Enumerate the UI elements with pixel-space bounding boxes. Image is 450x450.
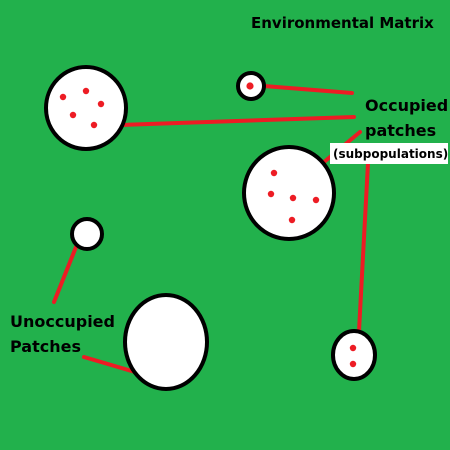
individual-dot <box>59 93 67 101</box>
occupied-patch <box>242 145 336 241</box>
patch-small-bottom-right <box>331 329 377 381</box>
individual-dot <box>289 194 297 202</box>
individual-dot <box>82 87 90 95</box>
individual-dot <box>312 196 320 204</box>
diagram-title: Environmental Matrix <box>251 14 434 32</box>
patch-large-bottom <box>123 293 209 391</box>
patch-large-left <box>44 65 128 151</box>
pointer-occupied-small-top <box>262 84 354 95</box>
individual-dot <box>270 169 278 177</box>
pointer-occupied-small-bottom-right <box>357 161 370 333</box>
individual-dot <box>288 216 296 224</box>
individual-dot <box>246 82 254 90</box>
individual-dot <box>267 190 275 198</box>
occupied-label-line2: patches <box>365 121 436 140</box>
occupied-patch <box>236 71 266 101</box>
unoccupied-label-line2: Patches <box>10 337 81 356</box>
occupied-label-line1: Occupied <box>365 96 448 115</box>
occupied-note: (subpopulations) <box>333 147 448 161</box>
individual-dot <box>349 360 357 368</box>
patch-center-right <box>242 145 336 241</box>
pointer-unoccupied-small-left <box>52 245 78 304</box>
individual-dot <box>69 111 77 119</box>
patch-small-left <box>70 217 104 251</box>
occupied-patch <box>44 65 128 151</box>
occupied-patch <box>331 329 377 381</box>
individual-dot <box>349 344 357 352</box>
pointer-occupied-large-left <box>118 115 356 127</box>
subpopulations-note-box <box>330 143 448 164</box>
individual-dot <box>90 121 98 129</box>
pointer-unoccupied-large-bottom <box>82 355 137 374</box>
individual-dot <box>97 100 105 108</box>
unoccupied-label-line1: Unoccupied <box>10 312 115 331</box>
